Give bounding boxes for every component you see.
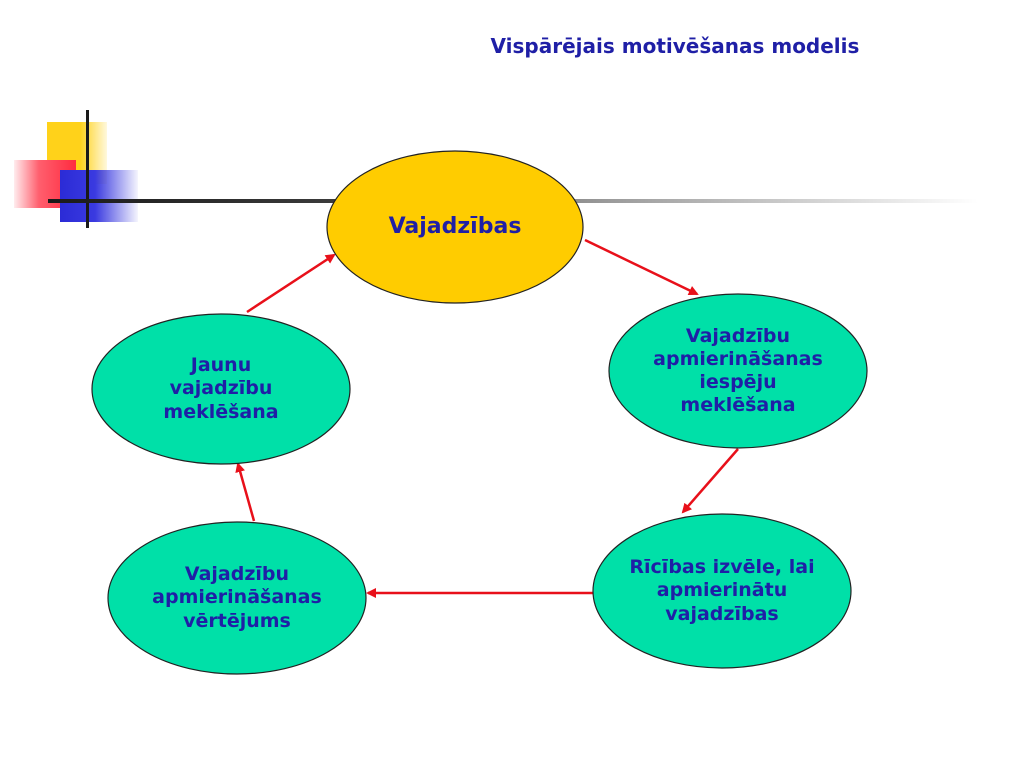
decorative-blue-square — [60, 170, 138, 222]
node-label-evaluate: Vajadzību apmierināšanas vērtējums — [152, 563, 322, 632]
node-label-needs: Vajadzības — [388, 213, 522, 239]
arrow-search-new-to-needs — [246, 253, 336, 314]
arrow-needs-to-search-options — [584, 238, 699, 296]
node-search-new — [91, 313, 351, 465]
arrow-search-options-to-choose-action — [681, 448, 739, 514]
node-label-search-options: Vajadzību apmierināšanas iespēju meklēša… — [653, 324, 823, 417]
node-label-search-new: Jaunu vajadzību meklēšana — [163, 354, 279, 423]
slide-title: Vispārējais motivēšanas modelis — [490, 34, 860, 58]
node-label-choose-action: Rīcības izvēle, lai apmierinātu vajadzīb… — [629, 556, 815, 625]
arrow-evaluate-to-search-new — [235, 462, 256, 522]
node-needs — [326, 150, 584, 304]
decorative-vertical-line — [86, 110, 89, 228]
node-choose-action — [592, 513, 852, 669]
node-search-options — [608, 293, 868, 449]
node-evaluate — [107, 521, 367, 675]
